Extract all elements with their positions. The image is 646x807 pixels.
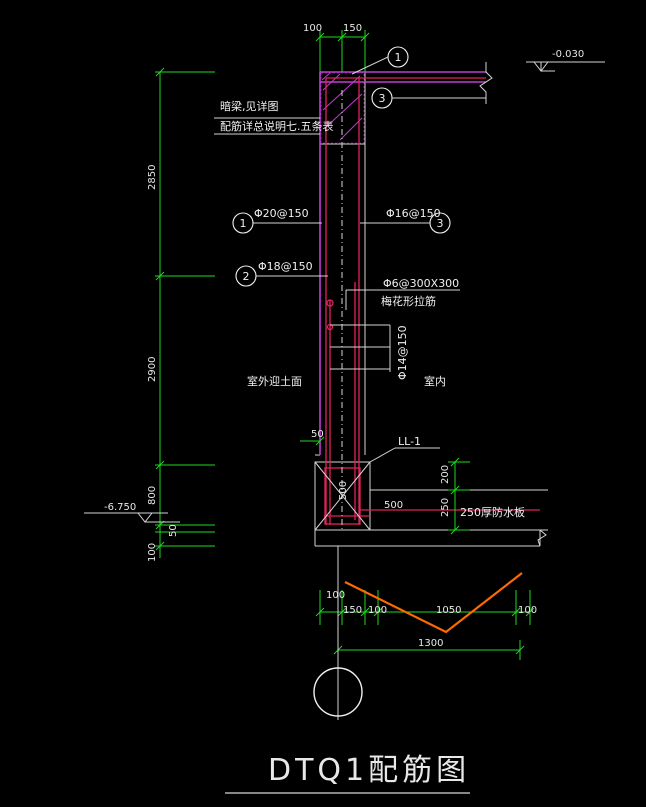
pile-circle	[313, 667, 363, 717]
horizontal-bars-text: Φ14@150	[396, 325, 409, 380]
circle-label-3: 3	[437, 217, 444, 230]
horizontal-bar-leaders	[330, 324, 391, 372]
pile-cap-line	[344, 572, 523, 634]
level-mark-bottom	[84, 512, 180, 523]
beam-note-2: 配筋详总说明七.五条表	[220, 119, 334, 133]
beam-section-dim: 500	[338, 481, 349, 500]
dim-slab-200: 200	[440, 465, 451, 484]
tie-bars-text: Φ6@300X300	[383, 277, 459, 290]
dim-top-100: 100	[303, 23, 322, 34]
break-symbol-bottom	[537, 529, 547, 547]
dim-bot-1050: 1050	[436, 605, 461, 616]
dim-vert-50: 50	[168, 524, 179, 537]
circle-label-1-mid: 1	[240, 217, 247, 230]
dim-wall-50: 50	[311, 429, 324, 440]
dim-bot-100b: 100	[368, 605, 387, 616]
dim-bot-150: 150	[343, 605, 362, 616]
inside-label: 室内	[424, 374, 446, 388]
dim-bot-1300: 1300	[418, 638, 443, 649]
dim-vert-2900: 2900	[147, 357, 158, 382]
circle-label-2: 2	[243, 270, 250, 283]
dim-vert-100: 100	[147, 543, 158, 562]
dim-slab-250: 250	[440, 498, 451, 517]
beam-ll1-cross	[314, 447, 440, 531]
drawing-title: DTQ1配筋图	[268, 753, 470, 788]
level-bottom-text: -6.750	[104, 502, 136, 513]
circle-label-1: 1	[395, 51, 402, 64]
break-symbol-top	[479, 62, 493, 104]
dim-bot-100a: 100	[326, 590, 345, 601]
top-slab	[319, 71, 486, 455]
circle-label-3-top: 3	[379, 92, 386, 105]
dim-bot-100c: 100	[518, 605, 537, 616]
beam-ll1-label: LL-1	[398, 435, 421, 448]
slab-label: 250厚防水板	[460, 505, 525, 519]
callout-leaders	[214, 56, 486, 310]
rebar-1-text: Φ20@150	[254, 207, 309, 220]
level-mark-top	[526, 61, 605, 72]
tie-note-text: 梅花形拉筋	[381, 294, 436, 308]
dim-lap-500: 500	[384, 500, 403, 511]
beam-note-1: 暗梁,见详图	[220, 99, 279, 113]
outside-label: 室外迎土面	[247, 374, 302, 388]
dim-top-150: 150	[343, 23, 362, 34]
dim-vert-2850: 2850	[147, 165, 158, 190]
level-top-text: -0.030	[552, 49, 584, 60]
rebar-3-text: Φ16@150	[386, 207, 441, 220]
dim-vert-800: 800	[147, 486, 158, 505]
rebar-2-text: Φ18@150	[258, 260, 313, 273]
dimension-lines	[155, 30, 535, 660]
wall-outline	[314, 72, 548, 547]
